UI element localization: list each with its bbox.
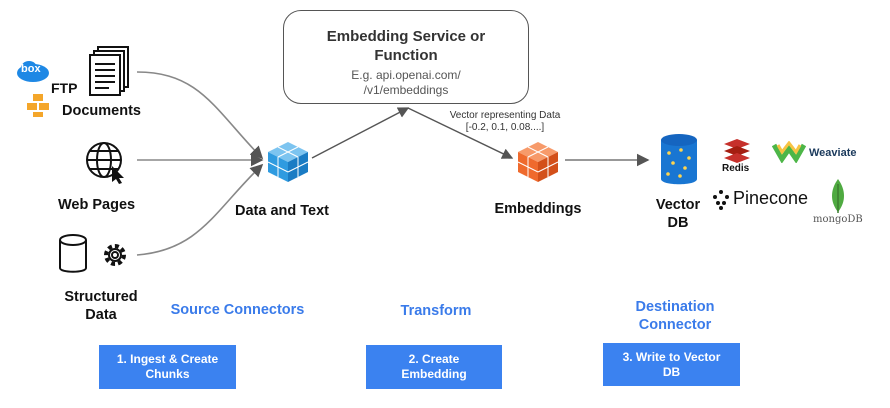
mongodb-leaf-icon xyxy=(828,178,848,219)
stage-transform: Transform xyxy=(400,303,472,319)
pinecone-logo-icon xyxy=(710,188,732,215)
service-sub-line1: E.g. api.openai.com/ xyxy=(351,68,461,82)
vector-db-label: Vector DB xyxy=(640,196,716,232)
box-logo-text: box xyxy=(21,63,41,75)
redis-label: Redis xyxy=(722,163,750,174)
redis-icon xyxy=(722,137,752,168)
step3-line2: DB xyxy=(662,364,681,379)
embedding-service-box: Embedding Service or Function E.g. api.o… xyxy=(283,10,529,104)
documents-icon xyxy=(89,45,133,102)
step2-line1: 2. Create xyxy=(408,352,460,366)
stage-source-connectors: Source Connectors xyxy=(170,302,305,318)
stage-destination-line2: Connector xyxy=(638,317,712,333)
vector-db-line1: Vector xyxy=(655,197,701,213)
service-sub-line2: /v1/embeddings xyxy=(363,83,449,97)
arrow-data-to-service xyxy=(311,107,410,159)
vector-note-line1: Vector representing Data xyxy=(449,110,561,121)
vector-db-line2: DB xyxy=(667,215,689,231)
aws-icon xyxy=(27,93,51,122)
globe-icon xyxy=(84,140,130,189)
step1-line1: 1. Ingest & Create xyxy=(116,352,219,366)
step3-line1: 3. Write to Vector xyxy=(622,349,721,364)
database-icon xyxy=(58,233,88,280)
structured-label-line2: Data xyxy=(85,307,117,323)
vector-db-icon xyxy=(659,133,699,192)
vector-note-line2: [-0.2, 0.1, 0.08....] xyxy=(465,122,545,133)
data-and-text-label: Data and Text xyxy=(234,203,329,219)
web-pages-label: Web Pages xyxy=(58,197,136,213)
step1-line2: Chunks xyxy=(145,367,190,381)
pinecone-label: Pinecone xyxy=(733,188,809,208)
arrow-service-to-embeddings xyxy=(407,107,514,159)
documents-label: Documents xyxy=(62,103,141,119)
cloud-icon xyxy=(17,61,49,82)
ftp-label: FTP xyxy=(51,80,78,96)
service-title-line1: Embedding Service or xyxy=(326,28,486,45)
gear-icon xyxy=(100,240,130,275)
stage-destination-line1: Destination xyxy=(635,299,715,315)
box-logo: box xyxy=(16,60,50,82)
weaviate-logo-icon xyxy=(771,140,807,168)
embeddings-label: Embeddings xyxy=(494,201,582,217)
step2-line2: Embedding xyxy=(401,367,467,381)
stage-destination-connector: Destination Connector xyxy=(610,298,740,334)
step3-write-box: 3. Write to Vector DB xyxy=(603,343,740,386)
structured-label-line1: Structured xyxy=(64,289,138,305)
arrow-documents-to-data xyxy=(136,71,264,160)
vector-note: Vector representing Data [-0.2, 0.1, 0.0… xyxy=(440,110,570,134)
structured-data-label: Structured Data xyxy=(56,288,146,324)
mongodb-label: mongoDB xyxy=(813,214,863,225)
embeddings-cube-icon xyxy=(516,140,560,189)
data-cube-icon xyxy=(266,140,310,189)
step1-ingest-box: 1. Ingest & Create Chunks xyxy=(99,345,236,389)
service-title-line2: Function xyxy=(374,47,438,64)
weaviate-label: Weaviate xyxy=(809,147,857,159)
arrow-structured-to-data xyxy=(136,163,264,256)
step2-embedding-box: 2. Create Embedding xyxy=(366,345,502,389)
